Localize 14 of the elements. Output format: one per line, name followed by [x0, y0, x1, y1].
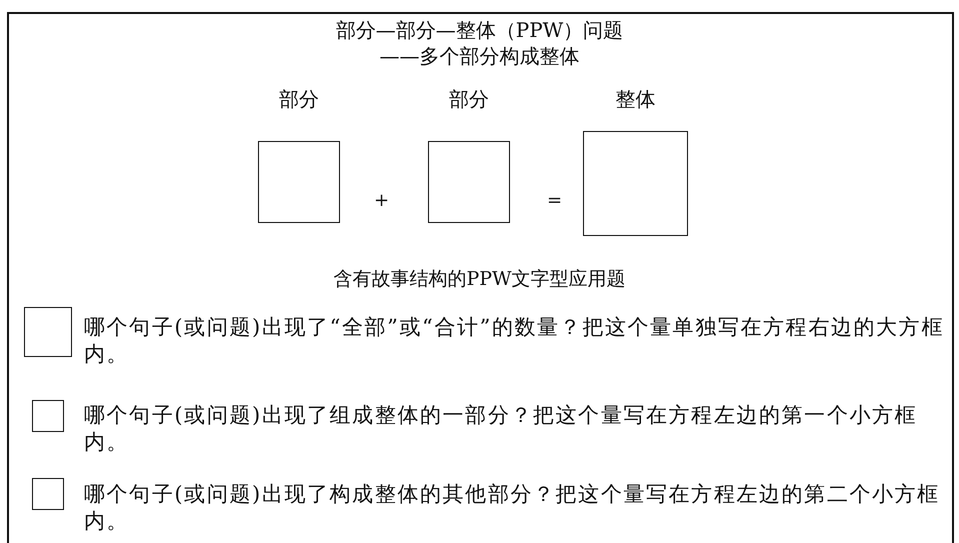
operator-sign: + — [374, 192, 390, 210]
instruction-text: 哪个句子(或问题)出现了构成整体的其他部分？把这个量写在方程左边的第二个小方框内。 — [84, 481, 941, 536]
part-label: 部分 — [449, 87, 489, 111]
operator-sign: = — [547, 192, 562, 210]
checkbox — [32, 400, 64, 432]
subtitle: ——多个部分构成整体 — [380, 44, 580, 68]
part-label: 部分 — [279, 87, 319, 111]
part-label: 整体 — [616, 87, 656, 111]
instruction-text: 哪个句子(或问题)出现了“全部”或“合计”的数量？把这个量单独写在方程右边的大方框内。 — [84, 314, 945, 368]
title: 部分—部分—整体（PPW）问题 — [336, 18, 624, 42]
instruction-text: 哪个句子(或问题)出现了组成整体的一部分？把这个量写在方程左边的第一个小方框内。 — [84, 402, 918, 456]
checkbox — [24, 307, 72, 357]
section-heading: 含有故事结构的PPW文字型应用题 — [333, 268, 626, 291]
checkbox — [32, 478, 64, 510]
